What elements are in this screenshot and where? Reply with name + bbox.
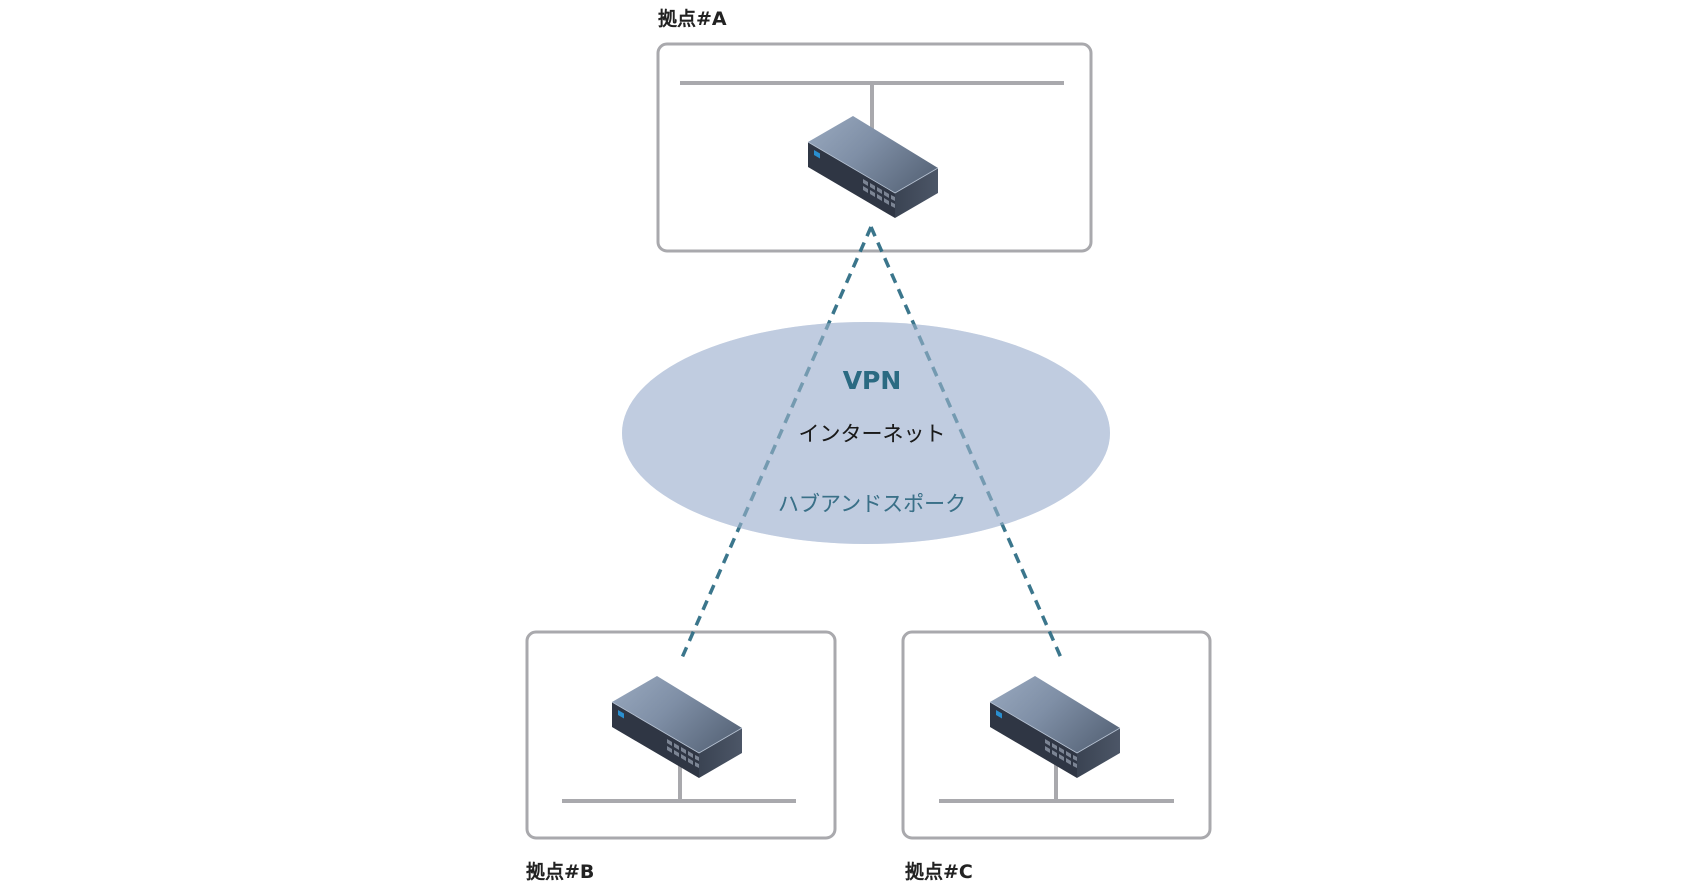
site-a-label: 拠点#A bbox=[658, 7, 727, 30]
internet-ellipse bbox=[622, 322, 1110, 544]
vpn-cloud: VPN インターネット ハブアンドスポーク bbox=[622, 322, 1110, 544]
site-b-label: 拠点#B bbox=[526, 860, 594, 883]
vpn-title-overlay: VPN bbox=[843, 366, 902, 395]
cloud-text-overlay: VPN インターネット ハブアンドスポーク bbox=[778, 366, 966, 516]
topology-label: ハブアンドスポーク bbox=[778, 492, 966, 516]
vpn-link-a-b bbox=[679, 226, 873, 661]
vpn-title: VPN bbox=[843, 366, 902, 395]
internet-label: インターネット bbox=[799, 422, 946, 446]
vpn-links bbox=[679, 226, 1064, 661]
site-c: 拠点#C bbox=[901, 630, 1212, 883]
site-a: 拠点#A bbox=[656, 7, 1093, 253]
site-c-label: 拠点#C bbox=[905, 860, 973, 883]
internet-label-overlay: インターネット bbox=[799, 422, 946, 446]
vpn-link-a-c bbox=[869, 226, 1064, 661]
site-b: 拠点#B bbox=[525, 630, 837, 883]
topology-label-overlay: ハブアンドスポーク bbox=[778, 492, 966, 516]
